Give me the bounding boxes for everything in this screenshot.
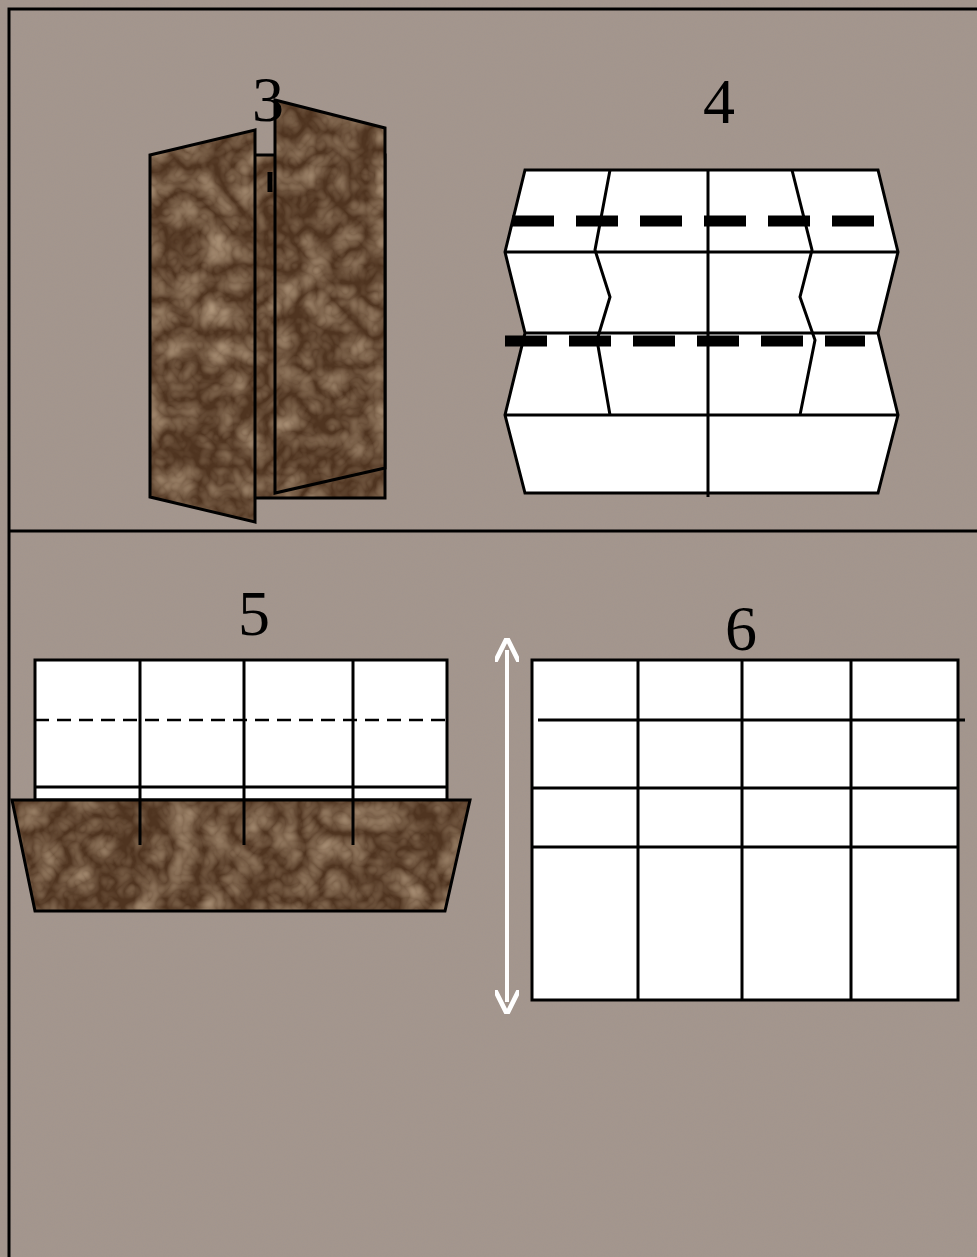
step-number: 3 [252, 68, 284, 132]
step-number: 5 [238, 582, 270, 646]
divider [9, 530, 977, 533]
step-number: 6 [725, 597, 757, 661]
step-3-figure [150, 100, 385, 522]
frame [9, 9, 977, 1257]
step-number: 4 [703, 70, 735, 134]
double-arrow [505, 650, 509, 1002]
step-5-figure [12, 660, 470, 911]
step-6-figure [532, 660, 965, 1000]
step-4-figure [505, 170, 898, 497]
